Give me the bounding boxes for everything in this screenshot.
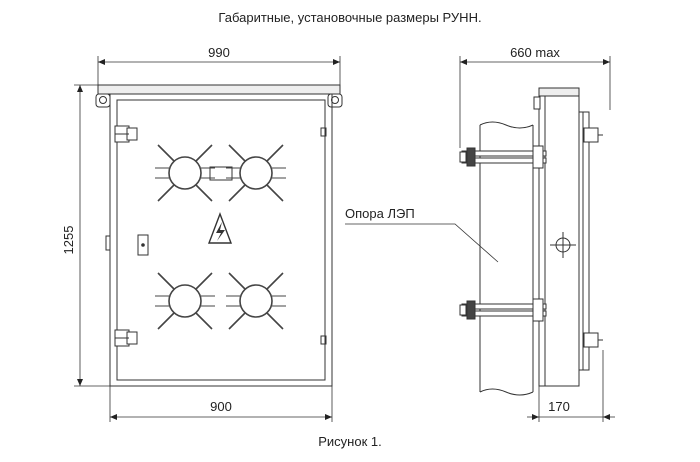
mounting-clamp-bottom — [459, 298, 547, 322]
insulator-shapes — [155, 144, 286, 330]
pole-callout: Опора ЛЭП — [345, 206, 499, 263]
door-handle — [137, 234, 149, 256]
dimension-body-width — [109, 386, 333, 422]
drawing-title: Габаритные, установочные размеры РУНН. — [218, 10, 482, 25]
dimension-label-1255: 1255 — [61, 226, 76, 255]
dimension-bracket-depth — [527, 350, 615, 422]
dimension-label-660-max: 660 max — [510, 45, 560, 60]
insulator-shape — [226, 144, 286, 202]
high-voltage-warning-icon — [207, 212, 233, 244]
dimension-label-170: 170 — [548, 399, 570, 414]
cabinet-door — [116, 99, 326, 381]
mounting-clamp-top — [459, 145, 547, 169]
figure-caption: Рисунок 1. — [318, 434, 382, 449]
pole-callout-label: Опора ЛЭП — [345, 206, 415, 221]
dimension-overall-width — [97, 56, 341, 85]
hinge-top — [114, 125, 138, 143]
mounting-ear-right — [327, 93, 343, 108]
dimension-height — [74, 84, 110, 387]
mounting-ear-left — [95, 93, 111, 108]
cabinet-top-cap — [97, 84, 341, 95]
latch-top — [320, 127, 327, 137]
latch-bottom — [320, 335, 327, 345]
side-view-cabinet — [533, 87, 603, 387]
hinge-bottom — [114, 329, 138, 347]
insulator-shape — [155, 272, 215, 330]
dimension-label-990: 990 — [208, 45, 230, 60]
dimension-depth — [459, 56, 611, 148]
front-view — [95, 84, 343, 387]
insulator-shape — [155, 144, 215, 202]
ground-symbol-icon — [550, 232, 576, 258]
info-plate — [209, 166, 233, 181]
insulator-shape — [226, 272, 286, 330]
side-lock — [105, 235, 111, 251]
dimension-label-900: 900 — [210, 399, 232, 414]
pole — [479, 121, 534, 396]
